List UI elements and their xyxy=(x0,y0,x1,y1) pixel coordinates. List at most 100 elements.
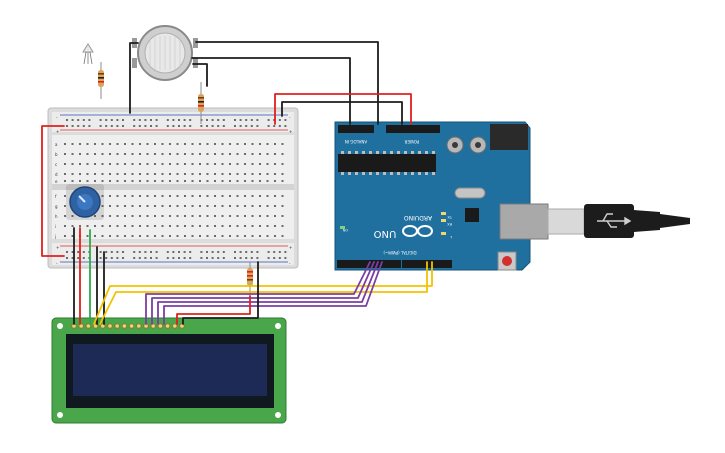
breadboard-hole xyxy=(172,257,175,259)
breadboard-hole xyxy=(77,125,80,127)
breadboard-hole xyxy=(191,205,194,207)
breadboard-hole xyxy=(94,225,96,227)
breadboard-hole xyxy=(131,225,134,227)
wire-rail-link-plus xyxy=(41,125,65,257)
breadboard-hole xyxy=(199,195,201,197)
analog-header xyxy=(338,125,374,133)
breadboard-hole xyxy=(221,173,224,175)
breadboard-hole xyxy=(154,173,156,175)
breadboard-hole xyxy=(206,195,209,197)
breadboard-hole xyxy=(144,125,147,127)
breadboard-hole xyxy=(131,173,134,175)
breadboard-hole xyxy=(229,215,231,217)
breadboard-hole xyxy=(116,153,119,155)
breadboard-hole xyxy=(191,163,194,165)
breadboard-hole xyxy=(206,251,208,253)
breadboard-hole xyxy=(166,119,169,121)
breadboard-hole xyxy=(172,125,175,127)
breadboard-hole xyxy=(124,163,126,165)
breadboard-hole xyxy=(71,180,74,182)
breadboard-hole xyxy=(131,143,134,145)
breadboard-hole xyxy=(229,143,231,145)
breadboard-hole xyxy=(184,173,186,175)
breadboard-hole xyxy=(217,119,220,121)
rx-led-label: RX xyxy=(447,222,452,226)
breadboard-hole xyxy=(217,257,220,259)
breadboard-hole xyxy=(139,163,141,165)
breadboard-hole xyxy=(245,125,248,127)
breadboard-hole xyxy=(122,251,124,253)
breadboard-hole xyxy=(278,257,281,259)
breadboard-hole xyxy=(71,215,74,217)
breadboard-hole xyxy=(77,119,80,121)
breadboard-hole xyxy=(206,173,209,175)
row-letter-g: g xyxy=(55,204,58,209)
breadboard-hole xyxy=(200,257,203,259)
breadboard-hole xyxy=(199,235,201,237)
breadboard-hole xyxy=(176,173,179,175)
breadboard-hole xyxy=(259,180,261,182)
breadboard-hole xyxy=(94,180,96,182)
breadboard-hole xyxy=(206,235,209,237)
breadboard-hole xyxy=(281,163,284,165)
chip-leg xyxy=(418,151,421,154)
chip-leg xyxy=(348,172,351,175)
breadboard-hole xyxy=(221,215,224,217)
breadboard-hole xyxy=(109,235,111,237)
breadboard-hole xyxy=(86,235,89,237)
breadboard-hole xyxy=(169,153,171,155)
breadboard-hole xyxy=(259,163,261,165)
breadboard-hole xyxy=(79,153,81,155)
top-rail-sign-minus: - xyxy=(56,115,58,120)
breadboard-hole xyxy=(259,205,261,207)
breadboard-hole xyxy=(144,119,147,121)
breadboard-hole xyxy=(101,235,104,237)
breadboard-hole xyxy=(214,205,216,207)
breadboard-hole xyxy=(99,119,102,121)
breadboard-hole xyxy=(191,235,194,237)
breadboard-hole xyxy=(245,251,248,253)
breadboard-hole xyxy=(138,251,141,253)
breadboard-hole xyxy=(94,153,96,155)
chip-leg xyxy=(411,172,414,175)
breadboard-hole xyxy=(146,173,149,175)
breadboard-hole xyxy=(245,257,248,259)
breadboard-hole xyxy=(199,225,201,227)
breadboard-hole xyxy=(229,153,231,155)
breadboard-hole xyxy=(154,163,156,165)
breadboard-hole xyxy=(116,180,119,182)
breadboard-hole xyxy=(79,225,81,227)
rgb-led xyxy=(82,43,94,65)
breadboard-hole xyxy=(109,195,111,197)
breadboard-hole xyxy=(191,153,194,155)
breadboard-hole xyxy=(214,195,216,197)
breadboard-hole xyxy=(139,205,141,207)
breadboard-hole xyxy=(229,195,231,197)
chip-leg xyxy=(404,151,407,154)
breadboard-hole xyxy=(101,225,104,227)
breadboard-hole xyxy=(71,143,74,145)
breadboard-hole xyxy=(116,173,119,175)
breadboard-hole xyxy=(281,225,284,227)
breadboard-hole xyxy=(71,251,74,253)
breadboard-hole xyxy=(138,257,141,259)
breadboard-hole xyxy=(222,251,225,253)
breadboard-hole xyxy=(274,225,276,227)
breadboard-hole xyxy=(105,119,108,121)
breadboard-hole xyxy=(236,163,239,165)
breadboard-hole xyxy=(273,257,276,259)
chip-leg xyxy=(341,172,344,175)
breadboard-hole xyxy=(256,257,259,259)
breadboard-hole xyxy=(244,153,246,155)
breadboard-hole xyxy=(200,251,203,253)
breadboard-hole xyxy=(94,163,96,165)
breadboard-hole xyxy=(251,215,254,217)
breadboard-hole xyxy=(116,119,119,121)
breadboard-hole xyxy=(82,257,85,259)
row-letter-f: f xyxy=(55,194,57,199)
breadboard-hole xyxy=(146,143,149,145)
breadboard-hole xyxy=(236,153,239,155)
breadboard-hole xyxy=(105,251,108,253)
breadboard-hole xyxy=(86,143,89,145)
breadboard-hole xyxy=(64,195,66,197)
